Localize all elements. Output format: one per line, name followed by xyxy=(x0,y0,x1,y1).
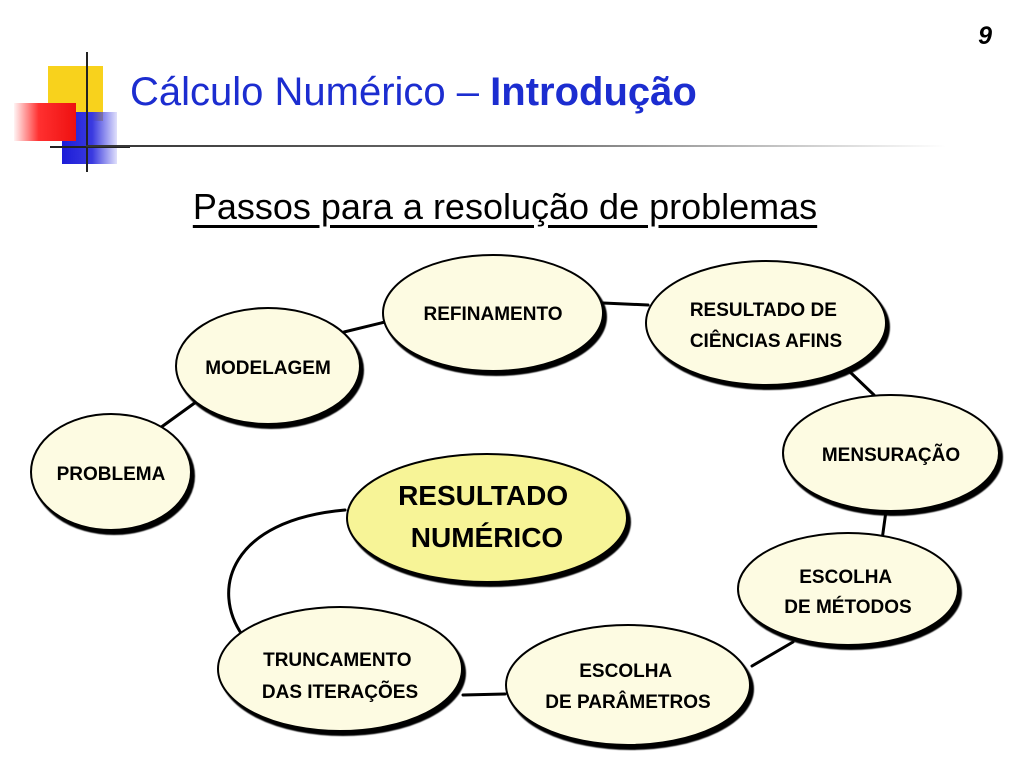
connector-metodos-parametros xyxy=(750,640,795,668)
logo-horizontal-line xyxy=(50,146,130,148)
connector-problema-modelagem xyxy=(158,400,198,430)
label-refinamento-line-1: REFINAMENTO xyxy=(424,304,563,325)
label-problema: PROBLEMA xyxy=(57,464,166,485)
slide-title: Cálculo Numérico – Introdução xyxy=(130,70,697,115)
label-mensuracao-line-1: MENSURAÇÃO xyxy=(822,444,960,466)
label-mensuracao: MENSURAÇÃO xyxy=(822,444,960,466)
node-resultado-numerico xyxy=(346,453,628,583)
connectors xyxy=(158,301,888,697)
label-escolha-parametros-line-1: ESCOLHA xyxy=(579,661,672,682)
label-truncamento-line-2: DAS ITERAÇÕES xyxy=(262,681,418,703)
connector-parametros-truncamento xyxy=(461,692,507,697)
node-modelagem xyxy=(175,307,361,425)
label-refinamento: REFINAMENTO xyxy=(424,304,563,325)
node-mensuracao xyxy=(782,394,1000,512)
decorative-logo xyxy=(0,0,140,175)
label-escolha-metodos-line-2: DE MÉTODOS xyxy=(784,596,911,618)
label-modelagem: MODELAGEM xyxy=(205,358,331,379)
node-escolha-metodos xyxy=(737,532,959,646)
node-resultado-ciencias xyxy=(645,260,887,386)
nodes xyxy=(30,254,1000,746)
label-resultado-ciencias-line-1: RESULTADO DE xyxy=(690,300,837,321)
node-problema xyxy=(30,413,192,531)
label-modelagem-line-1: MODELAGEM xyxy=(205,358,331,379)
node-escolha-parametros xyxy=(505,624,751,746)
title-bold: Introdução xyxy=(490,70,697,114)
title-rule xyxy=(86,145,946,147)
label-problema-line-1: PROBLEMA xyxy=(57,464,166,485)
connector-refinamento-ciencias xyxy=(601,301,650,307)
label-resultado-numerico: RESULTADO NUMÉRICO xyxy=(398,480,576,553)
label-truncamento-line-1: TRUNCAMENTO xyxy=(263,650,411,671)
node-truncamento xyxy=(217,606,463,732)
label-escolha-metodos: ESCOLHA DE MÉTODOS xyxy=(784,567,911,618)
connector-truncamento-resultado xyxy=(227,508,347,638)
label-escolha-parametros-line-2: DE PARÂMETROS xyxy=(545,691,710,713)
title-regular: Cálculo Numérico – xyxy=(130,70,491,114)
label-escolha-metodos-line-1: ESCOLHA xyxy=(799,567,892,588)
logo-vertical-line xyxy=(86,52,88,172)
page-number: 9 xyxy=(978,22,992,50)
label-resultado-ciencias: RESULTADO DE CIÊNCIAS AFINS xyxy=(690,300,842,352)
connector-modelagem-refinamento xyxy=(342,320,387,334)
label-resultado-ciencias-line-2: CIÊNCIAS AFINS xyxy=(690,330,842,352)
label-resultado-numerico-line-2: NUMÉRICO xyxy=(411,522,563,553)
slide-subtitle: Passos para a resolução de problemas xyxy=(192,186,818,227)
node-refinamento xyxy=(382,254,604,372)
red-square xyxy=(14,103,76,141)
node-labels: PROBLEMA MODELAGEM REFINAMENTO RESULTADO… xyxy=(57,300,961,713)
label-escolha-parametros: ESCOLHA DE PARÂMETROS xyxy=(545,661,710,713)
connector-ciencias-mensuracao xyxy=(848,370,876,397)
label-truncamento: TRUNCAMENTO DAS ITERAÇÕES xyxy=(262,650,418,703)
label-resultado-numerico-line-1: RESULTADO xyxy=(398,480,568,511)
